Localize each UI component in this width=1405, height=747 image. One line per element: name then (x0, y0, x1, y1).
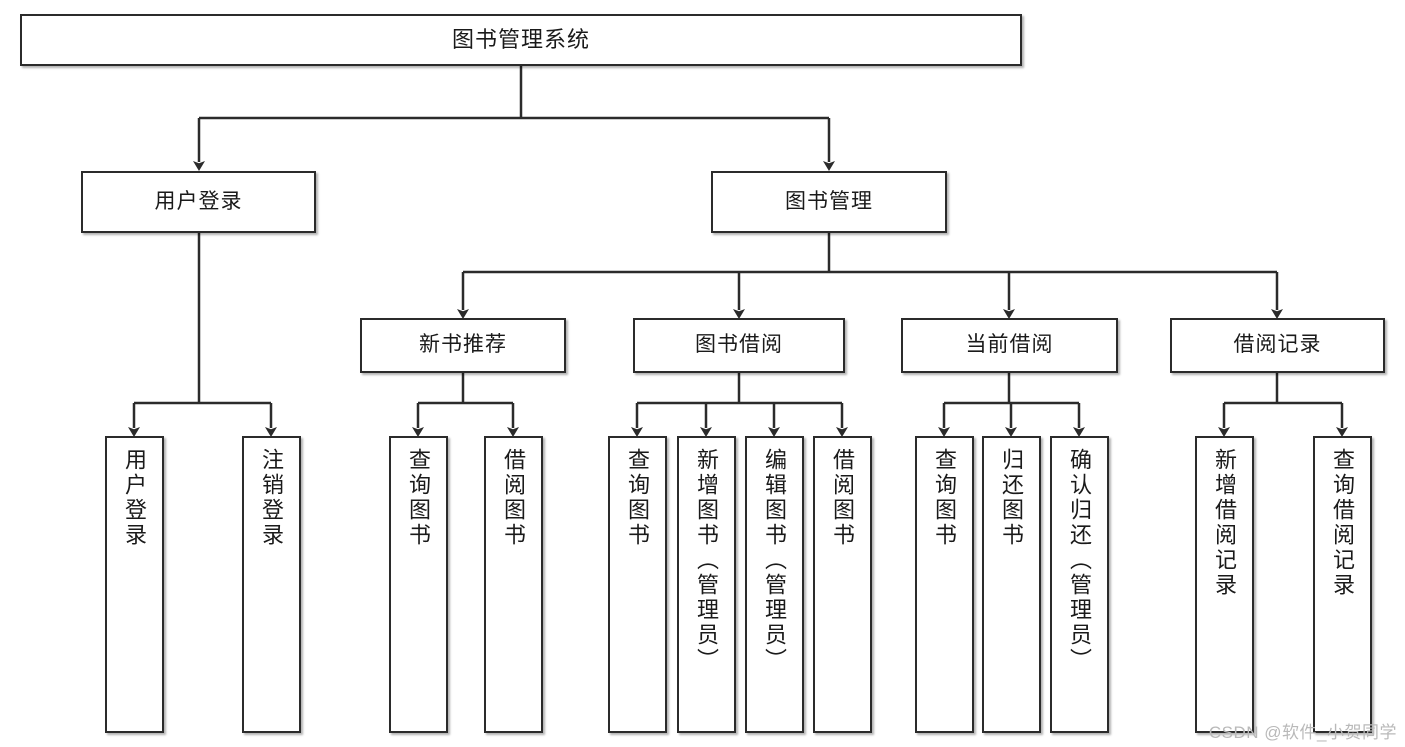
node-book-borrowing[interactable]: 图书借阅 (633, 318, 845, 373)
node-root-library-management-system[interactable]: 图书管理系统 (20, 14, 1022, 66)
node-label: 编辑图书（管理员） (762, 448, 788, 673)
leaf-query-book-current[interactable]: 查询图书 (915, 436, 974, 733)
node-label: 借阅图书 (501, 448, 527, 548)
leaf-add-borrow-record[interactable]: 新增借阅记录 (1195, 436, 1254, 733)
node-label: 借阅记录 (1233, 333, 1322, 357)
node-current-borrowing[interactable]: 当前借阅 (901, 318, 1118, 373)
node-label: 确认归还（管理员） (1067, 448, 1093, 673)
node-borrowing-record[interactable]: 借阅记录 (1170, 318, 1385, 373)
node-label: 新增借阅记录 (1212, 448, 1238, 598)
node-label: 查询图书 (625, 448, 651, 548)
node-label: 新书推荐 (419, 333, 507, 357)
node-label: 新增图书（管理员） (694, 448, 720, 673)
node-label: 查询图书 (406, 448, 432, 548)
leaf-query-borrow-record[interactable]: 查询借阅记录 (1313, 436, 1372, 733)
node-label: 借阅图书 (830, 448, 856, 548)
leaf-query-book-borrow[interactable]: 查询图书 (608, 436, 667, 733)
leaf-borrow-book-recommend[interactable]: 借阅图书 (484, 436, 543, 733)
node-label: 注销登录 (259, 448, 285, 548)
leaf-edit-book-admin[interactable]: 编辑图书（管理员） (745, 436, 804, 733)
leaf-logout[interactable]: 注销登录 (242, 436, 301, 733)
node-label: 归还图书 (999, 448, 1025, 548)
node-label: 用户登录 (154, 189, 243, 213)
node-label: 图书管理系统 (451, 27, 590, 53)
leaf-add-book-admin[interactable]: 新增图书（管理员） (677, 436, 736, 733)
node-label: 查询图书 (932, 448, 958, 548)
leaf-user-login[interactable]: 用户登录 (105, 436, 164, 733)
node-label: 用户登录 (122, 448, 148, 548)
node-user-login[interactable]: 用户登录 (81, 171, 316, 233)
leaf-borrow-book[interactable]: 借阅图书 (813, 436, 872, 733)
csdn-watermark: CSDN @软件_小贺同学 (1208, 723, 1397, 742)
node-label: 图书管理 (785, 189, 873, 213)
node-book-management[interactable]: 图书管理 (711, 171, 947, 233)
node-new-book-recommendation[interactable]: 新书推荐 (360, 318, 566, 373)
leaf-return-book[interactable]: 归还图书 (982, 436, 1041, 733)
node-label: 查询借阅记录 (1330, 448, 1356, 598)
leaf-query-book-recommend[interactable]: 查询图书 (389, 436, 448, 733)
leaf-confirm-return-admin[interactable]: 确认归还（管理员） (1050, 436, 1109, 733)
node-label: 当前借阅 (965, 333, 1054, 357)
node-label: 图书借阅 (695, 333, 783, 357)
